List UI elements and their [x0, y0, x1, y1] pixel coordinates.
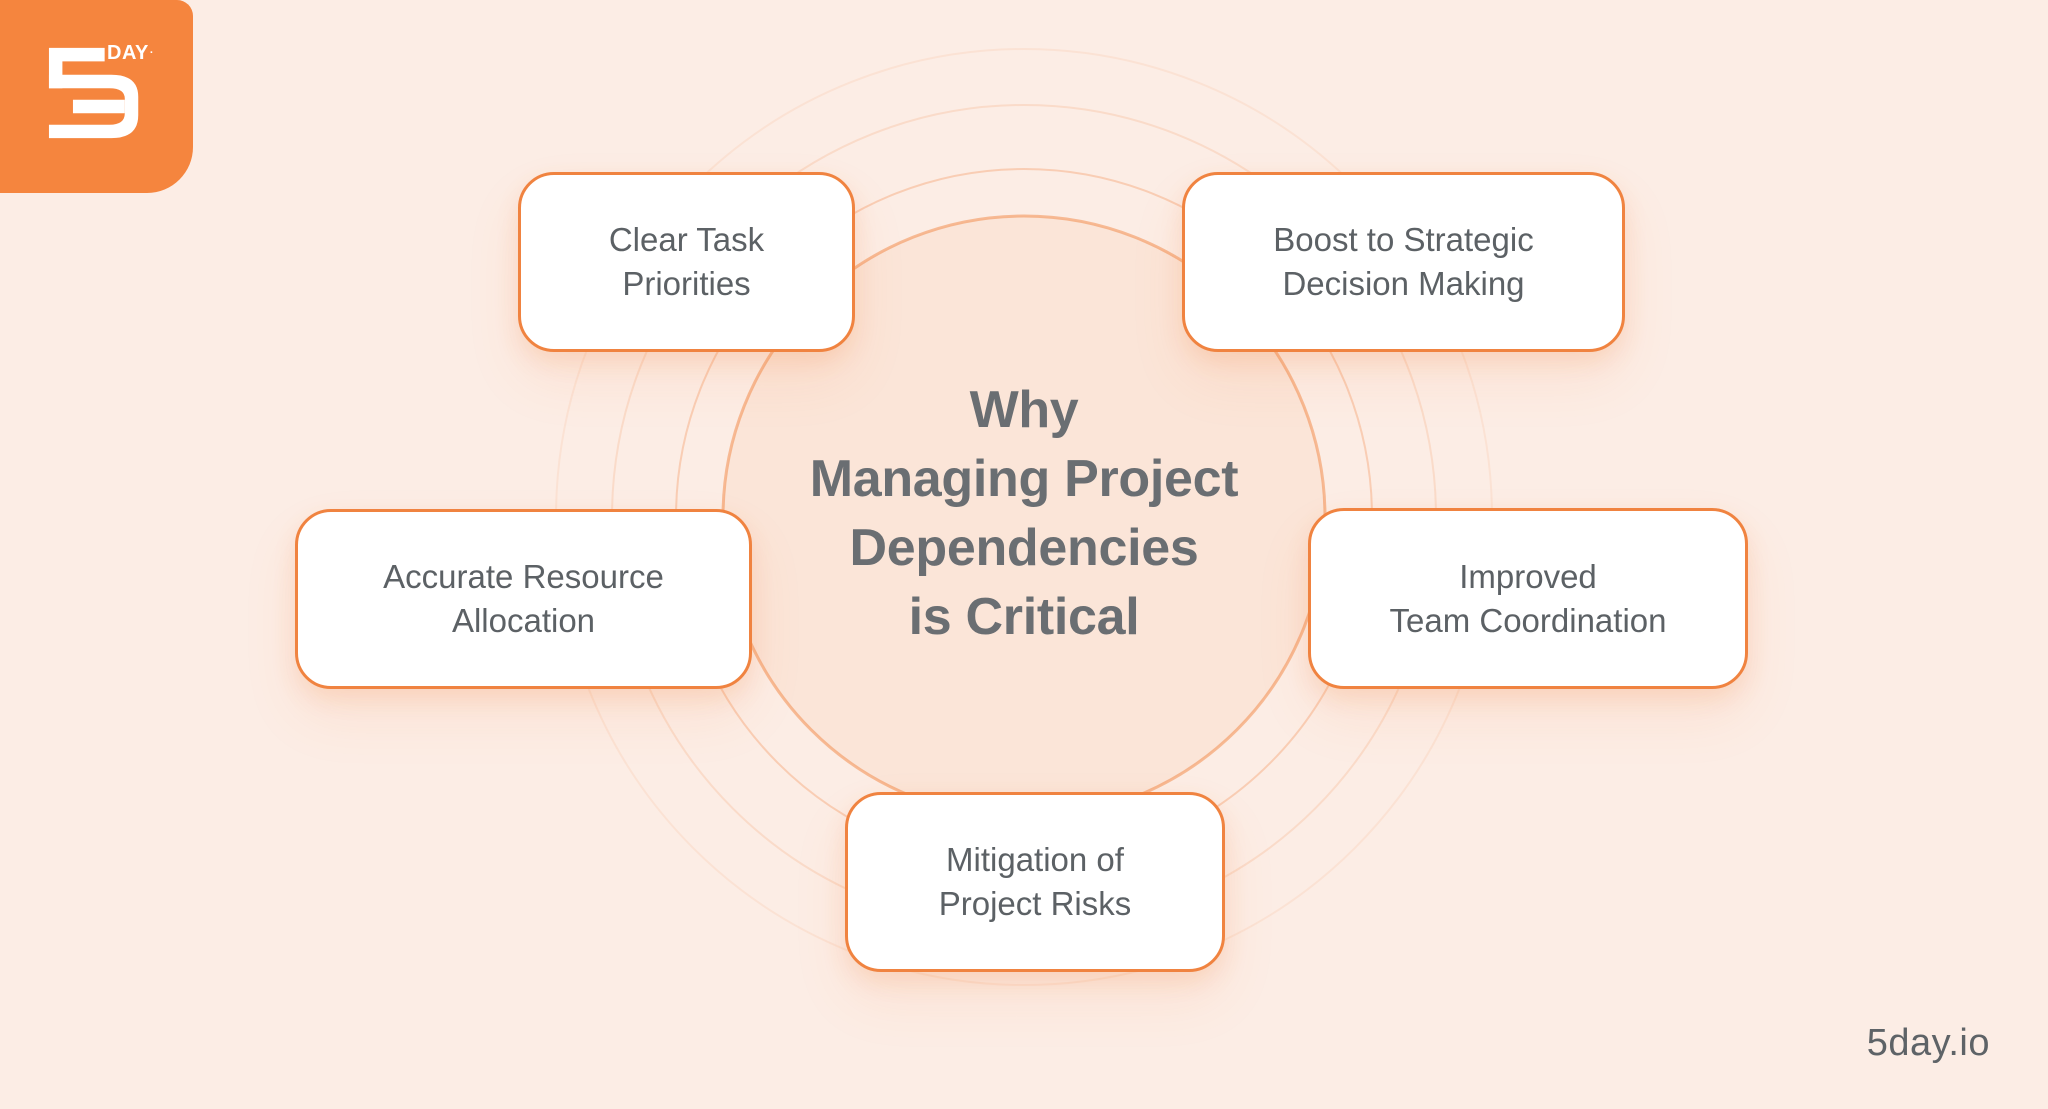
benefit-card-mitigation-of-project-risks: Mitigation of Project Risks: [845, 792, 1225, 972]
footer-website: 5day.io: [1866, 1022, 1990, 1064]
logo-dot: .: [149, 44, 154, 56]
5day-logo: DAY.: [0, 0, 193, 193]
benefit-label-line: Priorities: [622, 265, 751, 302]
benefit-label-line: Clear Task: [608, 221, 765, 259]
benefit-card-strategic-decision-making: Boost to Strategic Decision Making: [1182, 172, 1625, 352]
benefit-label-line: Improved: [1459, 557, 1597, 595]
benefit-card-clear-task-priorities: Clear Task Priorities: [518, 172, 855, 352]
title-line: Dependencies: [849, 519, 1199, 578]
5day-wordmark: DAY.: [107, 42, 154, 64]
page-title: Why Managing Project Dependencies is Cri…: [624, 376, 1424, 653]
benefit-label-line: Accurate Resource: [383, 558, 664, 596]
benefit-label-line: Team Coordination: [1389, 601, 1667, 639]
benefit-card-improved-team-coordination: Improved Team Coordination: [1308, 508, 1748, 689]
title-line: Managing Project: [809, 450, 1239, 509]
benefit-label-line: Allocation: [451, 602, 596, 639]
benefit-card-accurate-resource-allocation: Accurate Resource Allocation: [295, 509, 752, 689]
title-line: Why: [969, 381, 1079, 439]
benefit-label-line: Project Risks: [938, 885, 1132, 922]
benefit-label-line: Decision Making: [1282, 265, 1525, 302]
benefit-label-line: Mitigation of: [946, 841, 1124, 879]
5day-number-icon: [48, 47, 139, 139]
title-line: is Critical: [908, 588, 1140, 647]
benefit-label-line: Boost to Strategic: [1273, 221, 1534, 259]
